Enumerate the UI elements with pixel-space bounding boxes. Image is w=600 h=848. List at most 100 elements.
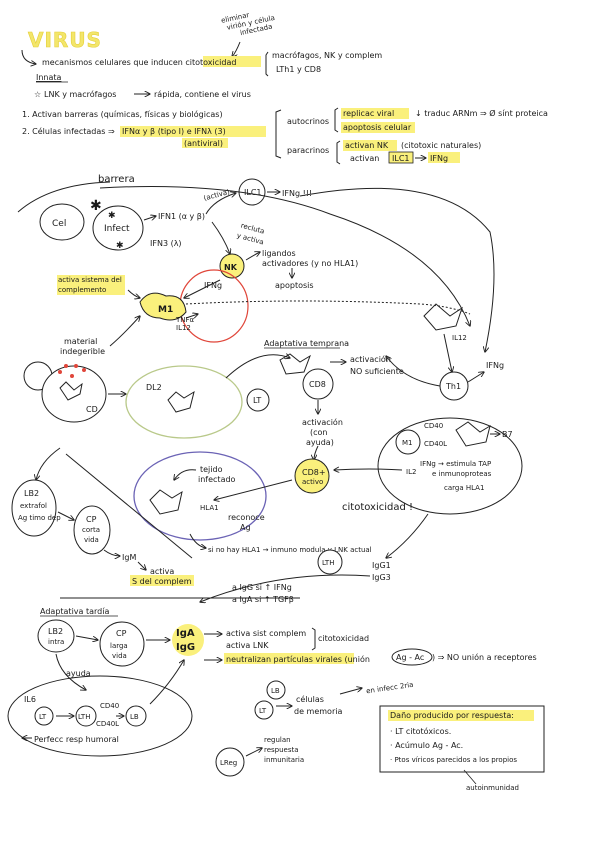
svg-text:ayuda): ayuda) bbox=[306, 438, 334, 447]
item-ifn: IFNα y β (tipo I) e IFNλ (3) bbox=[122, 127, 226, 136]
label-neutralizan: neutralizan partículas virales (unión bbox=[226, 654, 370, 664]
svg-text:CD8: CD8 bbox=[309, 380, 326, 389]
svg-text:Ag timo dep: Ag timo dep bbox=[18, 514, 61, 522]
cell-lth bbox=[317, 549, 343, 575]
label-citotox2: citotoxicidad bbox=[318, 634, 369, 643]
cell-lreg bbox=[215, 747, 245, 777]
brace-auto bbox=[334, 107, 339, 133]
cell-lth-small bbox=[75, 705, 97, 727]
svg-text:vida: vida bbox=[84, 536, 99, 544]
cell-m1-small bbox=[395, 429, 421, 455]
svg-text:ILC1: ILC1 bbox=[244, 188, 262, 197]
label-dl2: DL2 bbox=[146, 383, 162, 392]
svg-text:extrafol: extrafol bbox=[20, 502, 47, 510]
label-ligandos: ligandos bbox=[262, 249, 296, 258]
label-activacion-ns: activación bbox=[350, 354, 391, 364]
svg-text:LT: LT bbox=[39, 713, 47, 721]
label-iga: IgA bbox=[176, 628, 195, 639]
dano-item-3: · Ptos víricos parecidos a los propios bbox=[390, 756, 517, 764]
star-icon: ☆ bbox=[34, 90, 41, 99]
cell-dc-right bbox=[423, 303, 463, 331]
label-perfecc: Perfecc resp humoral bbox=[34, 735, 119, 744]
highlight-replicac bbox=[341, 108, 409, 119]
svg-text:de memoria: de memoria bbox=[294, 707, 342, 716]
cell-apc-right bbox=[455, 421, 491, 447]
label-ifng-th1: IFNg bbox=[486, 361, 504, 370]
label-cd40l: CD40L bbox=[424, 440, 447, 448]
label-autocrinos: autocrinos bbox=[287, 117, 329, 126]
item-barreras: 1. Activan barreras (químicas, físicas y… bbox=[22, 109, 223, 119]
cell-lb-small bbox=[125, 705, 147, 727]
label-igg: IgG bbox=[176, 642, 195, 653]
label-b7: B7 bbox=[502, 430, 513, 439]
svg-text:LTH: LTH bbox=[322, 559, 334, 567]
dano-item-1: · LT citotóxicos. bbox=[390, 726, 451, 736]
svg-text:Cel: Cel bbox=[52, 219, 66, 229]
purple-circle bbox=[133, 451, 267, 541]
svg-text:Ag - Ac: Ag - Ac bbox=[396, 653, 424, 662]
label-igg1: IgG1 bbox=[372, 561, 391, 570]
label-tnf: TNFα bbox=[175, 316, 195, 324]
heading-adapt-tardia: Adaptativa tardía bbox=[40, 607, 109, 616]
virus-star-icon: ✱ bbox=[90, 198, 102, 214]
highlight-complemento bbox=[57, 275, 125, 295]
svg-text:carga HLA1: carga HLA1 bbox=[444, 484, 484, 492]
brace-right bbox=[265, 51, 269, 77]
label-ifng-estimula: IFNg → estimula TAP bbox=[420, 460, 491, 468]
item-celulas-prefix: 2. Células infectadas ⇒ bbox=[22, 126, 115, 136]
label-ifn1: IFN1 (α y β) bbox=[158, 212, 205, 221]
svg-text:LB: LB bbox=[271, 687, 280, 695]
label-complemento: activa sistema del bbox=[58, 276, 122, 284]
arrow-eliminar bbox=[232, 41, 241, 57]
label-citotox: citotoxicidad ! bbox=[342, 502, 413, 513]
highlight-neutralizan bbox=[224, 653, 354, 664]
arrow-barrera-th1 bbox=[99, 185, 470, 326]
svg-text:CD8+: CD8+ bbox=[302, 468, 326, 477]
label-apoptosis-nk: apoptosis bbox=[275, 281, 314, 290]
cell-cp-larga bbox=[99, 621, 145, 667]
highlight-ifng bbox=[428, 152, 460, 163]
cell-m1 bbox=[139, 292, 187, 321]
label-reinfecc: en infecc 2ria bbox=[366, 681, 414, 696]
label-ayuda: ayuda bbox=[66, 669, 91, 678]
heading-adapt-temprana: Adaptativa temprana bbox=[264, 339, 349, 348]
svg-text:LB2: LB2 bbox=[24, 489, 39, 498]
svg-text:e inmunoproteas: e inmunoproteas bbox=[432, 470, 492, 478]
svg-text:corta: corta bbox=[82, 526, 100, 534]
box-ilc1 bbox=[388, 151, 414, 164]
highlight-activan-nk bbox=[343, 140, 397, 151]
svg-text:LB2: LB2 bbox=[48, 627, 63, 636]
arrow-recluta bbox=[211, 221, 230, 254]
svg-text:intra: intra bbox=[48, 638, 64, 646]
svg-text:CP: CP bbox=[86, 515, 97, 524]
auto-traduc: ↓ traduc ARNm ⇒ Ø sínt proteica bbox=[415, 108, 548, 118]
label-activacion-ayuda: activación bbox=[302, 417, 343, 427]
brace-para bbox=[336, 140, 341, 165]
svg-text:inmunitaria: inmunitaria bbox=[264, 756, 304, 764]
svg-text:CP: CP bbox=[116, 629, 127, 638]
label-a-iga: a IgA si ↑ TGFβ bbox=[232, 595, 294, 604]
svg-text:infectado: infectado bbox=[198, 475, 236, 484]
label-ifng-excl: IFNg !!! bbox=[282, 189, 312, 198]
box-dano bbox=[379, 705, 545, 773]
cell-lb-mem bbox=[266, 680, 286, 700]
arrow-ifng-long bbox=[299, 187, 495, 352]
svg-text:respuesta: respuesta bbox=[264, 746, 299, 754]
cell-dl2 bbox=[167, 390, 195, 413]
para-ifng: IFNg bbox=[430, 154, 448, 163]
label-activa-sist: activa sist complem bbox=[226, 629, 306, 638]
label-regulan: regulan bbox=[264, 736, 291, 744]
label-celulas-mem: células bbox=[296, 694, 324, 704]
page-title: VIRUS bbox=[28, 28, 102, 52]
virus-dot-icon: ✱ bbox=[108, 211, 116, 221]
cell-lt-small bbox=[34, 706, 54, 726]
cell-cp-corta bbox=[73, 505, 111, 555]
circle-humoral bbox=[7, 675, 193, 757]
svg-text:larga: larga bbox=[110, 642, 128, 650]
highlight-ifn bbox=[120, 126, 266, 137]
svg-text:activadores (y no HLA1): activadores (y no HLA1) bbox=[262, 259, 358, 268]
label-reconoce: reconoce bbox=[228, 513, 265, 522]
note-eliminar: eliminar virión y célula infectada bbox=[220, 11, 275, 37]
cell-lt-mem bbox=[254, 700, 274, 720]
dotted-line bbox=[185, 300, 471, 315]
